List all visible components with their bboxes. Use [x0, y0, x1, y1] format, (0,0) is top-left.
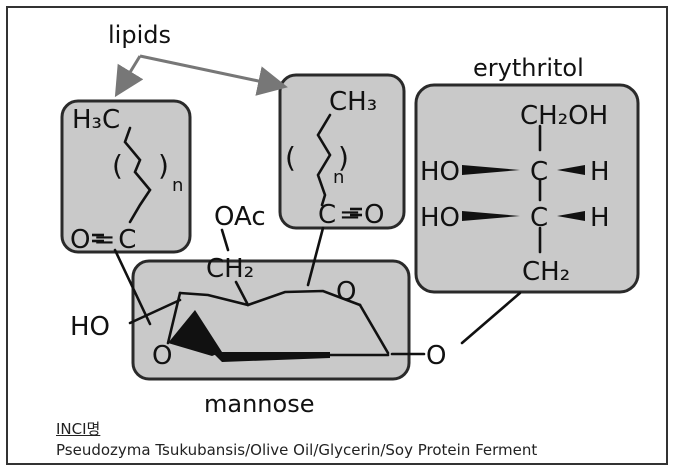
lipids-label: lipids: [108, 21, 171, 49]
mannose-o-linker: O: [426, 341, 446, 371]
lipid-left-repeat-close: ): [158, 149, 169, 182]
lipids-arrow-left: [114, 55, 144, 98]
erythritol-wedge-h1: [557, 165, 585, 175]
oac-bond: [220, 228, 230, 252]
erythritol-ho2: HO: [420, 203, 460, 233]
ch2-ring-bond: [234, 280, 250, 307]
erythritol-h2: H: [590, 203, 610, 233]
ho-bond: [128, 298, 182, 325]
erythritol-wedge-ho2: [462, 211, 520, 221]
lipid-left-repeat-open: (: [112, 149, 123, 182]
erythritol-h1: H: [590, 157, 610, 187]
lipids-arrow-right: [139, 54, 288, 96]
molecular-diagram: lipids erythritol mannose H₃C ( ) n O=C …: [60, 21, 640, 418]
erythritol-box: [414, 83, 640, 294]
lipid-left-chain-bond: [123, 126, 152, 224]
ester-bond-right: [306, 226, 325, 287]
erythritol-c2: C: [530, 203, 548, 233]
lipid-left-terminal: H₃C: [72, 105, 120, 135]
lipid-right-terminal: CH₃: [329, 87, 377, 117]
ring-wedge-left: [168, 310, 222, 356]
lipid-right-repeat-open: (: [285, 141, 296, 174]
inci-text: Pseudozyma Tsukubansis/Olive Oil/Glyceri…: [56, 441, 538, 459]
erythritol-ho1: HO: [420, 157, 460, 187]
mannose-ch2: CH₂: [206, 254, 254, 284]
inci-label: INCI명: [56, 420, 101, 438]
lipid-right-box: [278, 73, 406, 230]
erythritol-c1: C: [530, 157, 548, 187]
erythritol-label: erythritol: [473, 54, 584, 82]
erythritol-wedge-ho1: [462, 165, 520, 175]
lipid-left-box: [60, 99, 192, 254]
mannose-ho: HO: [70, 312, 110, 342]
ring-right-bond: [358, 303, 390, 355]
lipid-right-carbonyl: C=O: [318, 200, 387, 230]
mannose-o-right: O: [336, 277, 356, 307]
linker-bond-right: [460, 291, 522, 345]
ring-wedge-bottom: [212, 352, 330, 362]
mannose-o-left: O: [152, 341, 172, 371]
lipid-right-chain-bond: [316, 113, 332, 207]
lipid-right-repeat-close: ): [338, 141, 349, 174]
mannose-label: mannose: [204, 390, 314, 418]
ester-bond-left: [113, 248, 152, 326]
mannose-ring-bond: [178, 289, 362, 307]
erythritol-top: CH₂OH: [520, 101, 608, 131]
lipid-left-carbonyl: O=C: [70, 225, 139, 255]
lipid-right-repeat-sub: n: [333, 167, 344, 188]
erythritol-bottom: CH₂: [522, 257, 570, 287]
lipid-left-repeat-sub: n: [172, 175, 183, 196]
erythritol-wedge-h2: [557, 211, 585, 221]
mannose-oac: OAc: [214, 202, 266, 232]
